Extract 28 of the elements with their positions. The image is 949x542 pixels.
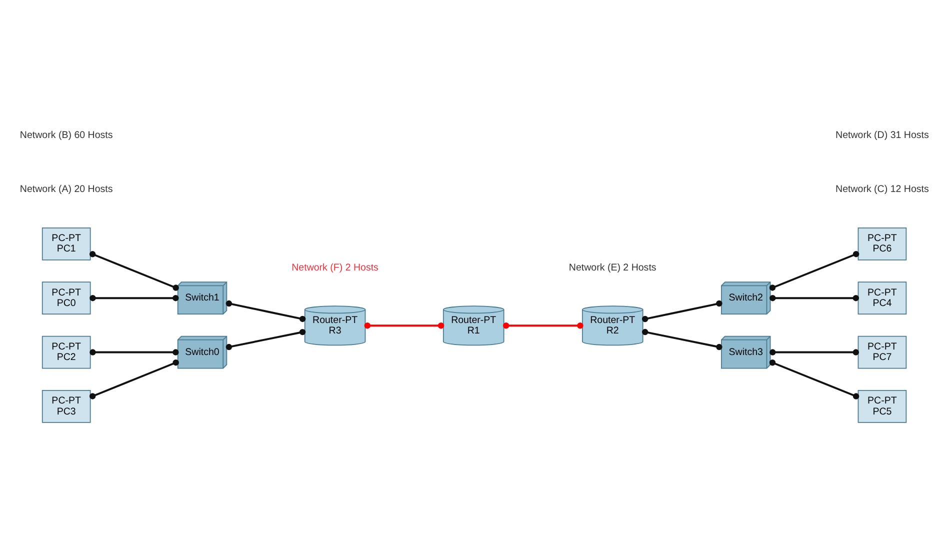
node-box: PC-PT PC2 [42, 336, 91, 369]
connector [226, 300, 306, 322]
connector [226, 328, 306, 350]
connector [770, 294, 859, 302]
node-box: PC-PT PC3 [42, 390, 91, 423]
connector [642, 300, 722, 322]
connector [90, 294, 179, 302]
connector [89, 359, 179, 400]
connector [769, 250, 860, 291]
node-box: PC-PT PC4 [858, 282, 907, 315]
label: Network (A) 20 Hosts [20, 184, 113, 196]
label: Network (B) 60 Hosts [20, 130, 113, 142]
connector [502, 322, 584, 329]
node-box: PC-PT PC5 [858, 390, 907, 423]
label: Network (F) 2 Hosts [292, 262, 378, 274]
node-box: PC-PT PC6 [858, 227, 907, 260]
label: Network (E) 2 Hosts [568, 262, 656, 274]
connector [89, 251, 179, 291]
connector [90, 349, 179, 356]
label: Network (D) 31 Hosts [836, 130, 929, 142]
node-box: PC-PT PC7 [858, 336, 907, 369]
connector [770, 349, 859, 356]
connector [642, 328, 722, 350]
connector [364, 322, 444, 329]
connector [769, 360, 860, 400]
label: Network (C) 12 Hosts [836, 184, 929, 196]
node-box: PC-PT PC1 [42, 227, 91, 260]
node-box: PC-PT PC0 [42, 282, 91, 315]
